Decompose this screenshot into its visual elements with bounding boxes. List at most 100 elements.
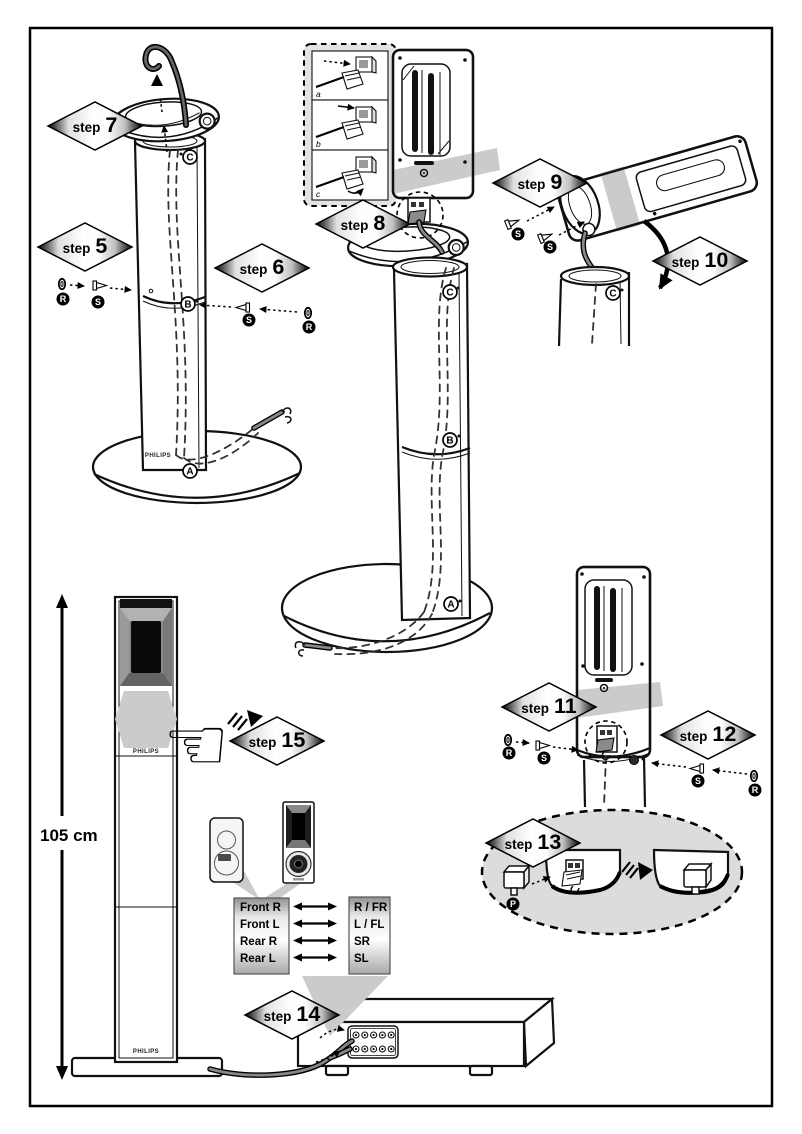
up-arrowhead xyxy=(151,74,163,86)
svg-text:C: C xyxy=(446,288,453,299)
part-label-s: S xyxy=(242,313,256,327)
top-mount-bracket xyxy=(112,97,220,143)
part-label-s: S xyxy=(537,751,551,765)
svg-text:R: R xyxy=(506,748,513,758)
washer-icon xyxy=(503,733,513,747)
table-cell: Rear R xyxy=(240,936,278,948)
rear-speaker-step8 xyxy=(346,48,500,268)
front-speaker-thumb xyxy=(282,801,315,884)
svg-text:R: R xyxy=(752,785,759,795)
svg-text:S: S xyxy=(547,242,553,252)
hole-label-a: A xyxy=(443,596,459,612)
inset-label-a: a xyxy=(316,89,321,99)
receiver-foot xyxy=(468,1064,494,1077)
support-pole-step10 xyxy=(557,265,631,347)
svg-text:S: S xyxy=(541,753,547,763)
terminal-highlight-circle xyxy=(584,720,628,764)
pointing-hand-large-icon: ☜ xyxy=(163,703,229,786)
hole-label-c: C xyxy=(442,284,458,300)
part-label-r: R xyxy=(302,320,316,334)
table-cell: Front L xyxy=(240,919,280,931)
part-label-s: S xyxy=(511,227,525,241)
svg-text:A: A xyxy=(447,600,454,611)
wiring-table: Front R Front L Rear R Rear L R / FR L /… xyxy=(233,896,391,975)
hole-label-a: A xyxy=(182,463,198,479)
page-border xyxy=(28,26,774,1108)
part-label-s: S xyxy=(91,295,105,309)
speaker-terminal-inset: a b c xyxy=(303,43,397,207)
washer-icon xyxy=(57,277,67,291)
washer-icon xyxy=(303,306,313,320)
svg-text:C: C xyxy=(609,289,616,300)
screw-icon xyxy=(92,280,108,291)
table-cell: R / FR xyxy=(354,902,388,914)
terminal-highlight-circle xyxy=(396,191,444,239)
terminal-posts xyxy=(352,1031,395,1053)
terminal-cover-part xyxy=(502,863,531,896)
slat-grille xyxy=(584,579,633,676)
table-cell: Front R xyxy=(240,902,282,914)
part-label-r: R xyxy=(502,746,516,760)
terminal-cover-fitted xyxy=(682,861,713,895)
double-arrow-icon xyxy=(293,919,337,928)
svg-text:S: S xyxy=(515,229,521,239)
svg-text:S: S xyxy=(95,297,101,307)
inset-panel-b: b xyxy=(311,99,389,151)
part-label-r: R xyxy=(56,292,70,306)
double-arrow-icon xyxy=(293,953,337,962)
philips-logo-text: PHILIPS xyxy=(133,1049,159,1055)
front-speaker-tower: PHILIPS PHILIPS xyxy=(70,595,224,1078)
table-cell: Rear L xyxy=(240,953,276,965)
svg-text:C: C xyxy=(186,153,193,164)
height-measure-arrow xyxy=(56,594,68,1080)
part-label-s: S xyxy=(691,774,705,788)
hole-label-c: C xyxy=(605,285,621,301)
double-arrow-icon xyxy=(293,902,337,911)
speaker-column-box xyxy=(233,897,290,975)
svg-text:P: P xyxy=(510,899,516,909)
speaker-thumbnails xyxy=(209,801,315,906)
tape-band xyxy=(577,682,663,718)
table-cell: SR xyxy=(354,936,371,948)
motion-arrow-step15 xyxy=(227,710,263,731)
part-label-p: P xyxy=(506,897,520,911)
screw-icon xyxy=(689,763,705,774)
inset-panel-c: c xyxy=(311,149,389,201)
svg-text:S: S xyxy=(695,776,701,786)
philips-logo-text: PHILIPS xyxy=(133,749,159,755)
touch-panel xyxy=(115,691,177,748)
inset-panel-a: a xyxy=(311,50,389,101)
svg-text:A: A xyxy=(186,467,193,478)
screw-icon xyxy=(535,740,551,751)
height-label: 105 cm xyxy=(40,826,98,845)
receiver-foot xyxy=(324,1064,350,1077)
table-cell: SL xyxy=(354,953,369,965)
slat-grille xyxy=(401,63,451,157)
hole-label-b: B xyxy=(442,432,458,448)
satellite-speaker-thumb xyxy=(209,817,244,883)
screw-pin xyxy=(629,755,639,765)
step10-rotation-arrow xyxy=(642,219,673,290)
terminal-column-box xyxy=(348,896,391,975)
rear-speaker-step11 xyxy=(503,565,759,808)
